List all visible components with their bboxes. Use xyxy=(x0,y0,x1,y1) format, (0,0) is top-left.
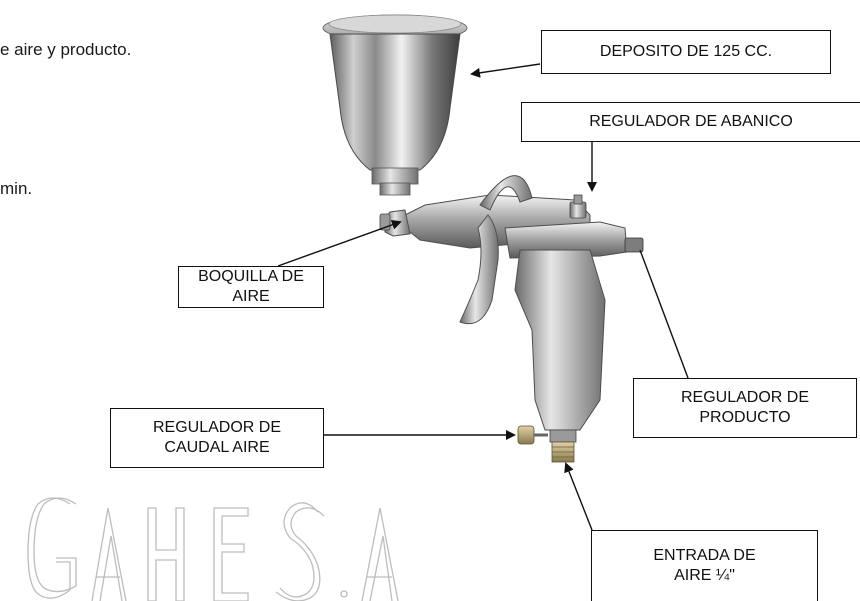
callout-entrada-aire-text: ENTRADA DE AIRE ¼" xyxy=(653,547,756,584)
entrada-arrow xyxy=(564,462,593,531)
callout-deposito-text: DEPOSITO DE 125 CC. xyxy=(599,43,773,60)
spray-gun-photo xyxy=(322,14,644,463)
watermark-logo xyxy=(27,497,399,601)
callout-boquilla-aire: BOQUILLA DE AIRE xyxy=(178,266,324,308)
spray-gun-body xyxy=(379,175,644,463)
boquilla-arrow xyxy=(277,220,402,267)
callout-lines xyxy=(277,63,689,531)
callout-deposito: DEPOSITO DE 125 CC. xyxy=(541,30,831,74)
callout-entrada-aire: ENTRADA DE AIRE ¼" xyxy=(591,530,818,601)
partial-text-air-product: e aire y producto. xyxy=(0,40,132,59)
callout-regulador-caudal-text: REGULADOR DE CAUDAL AIRE xyxy=(152,419,282,456)
partial-text-min: min. xyxy=(0,179,33,198)
callout-regulador-producto-text: REGULADOR DE PRODUCTO xyxy=(680,389,810,426)
callout-boquilla-aire-text: BOQUILLA DE AIRE xyxy=(198,268,304,305)
producto-line xyxy=(639,249,689,379)
paint-cup xyxy=(322,14,468,196)
callout-regulador-abanico: REGULADOR DE ABANICO xyxy=(521,102,860,142)
deposito-arrow xyxy=(470,63,541,78)
callout-regulador-abanico-text: REGULADOR DE ABANICO xyxy=(589,113,793,130)
callout-regulador-producto: REGULADOR DE PRODUCTO xyxy=(633,378,857,438)
callout-regulador-caudal: REGULADOR DE CAUDAL AIRE xyxy=(110,408,324,468)
